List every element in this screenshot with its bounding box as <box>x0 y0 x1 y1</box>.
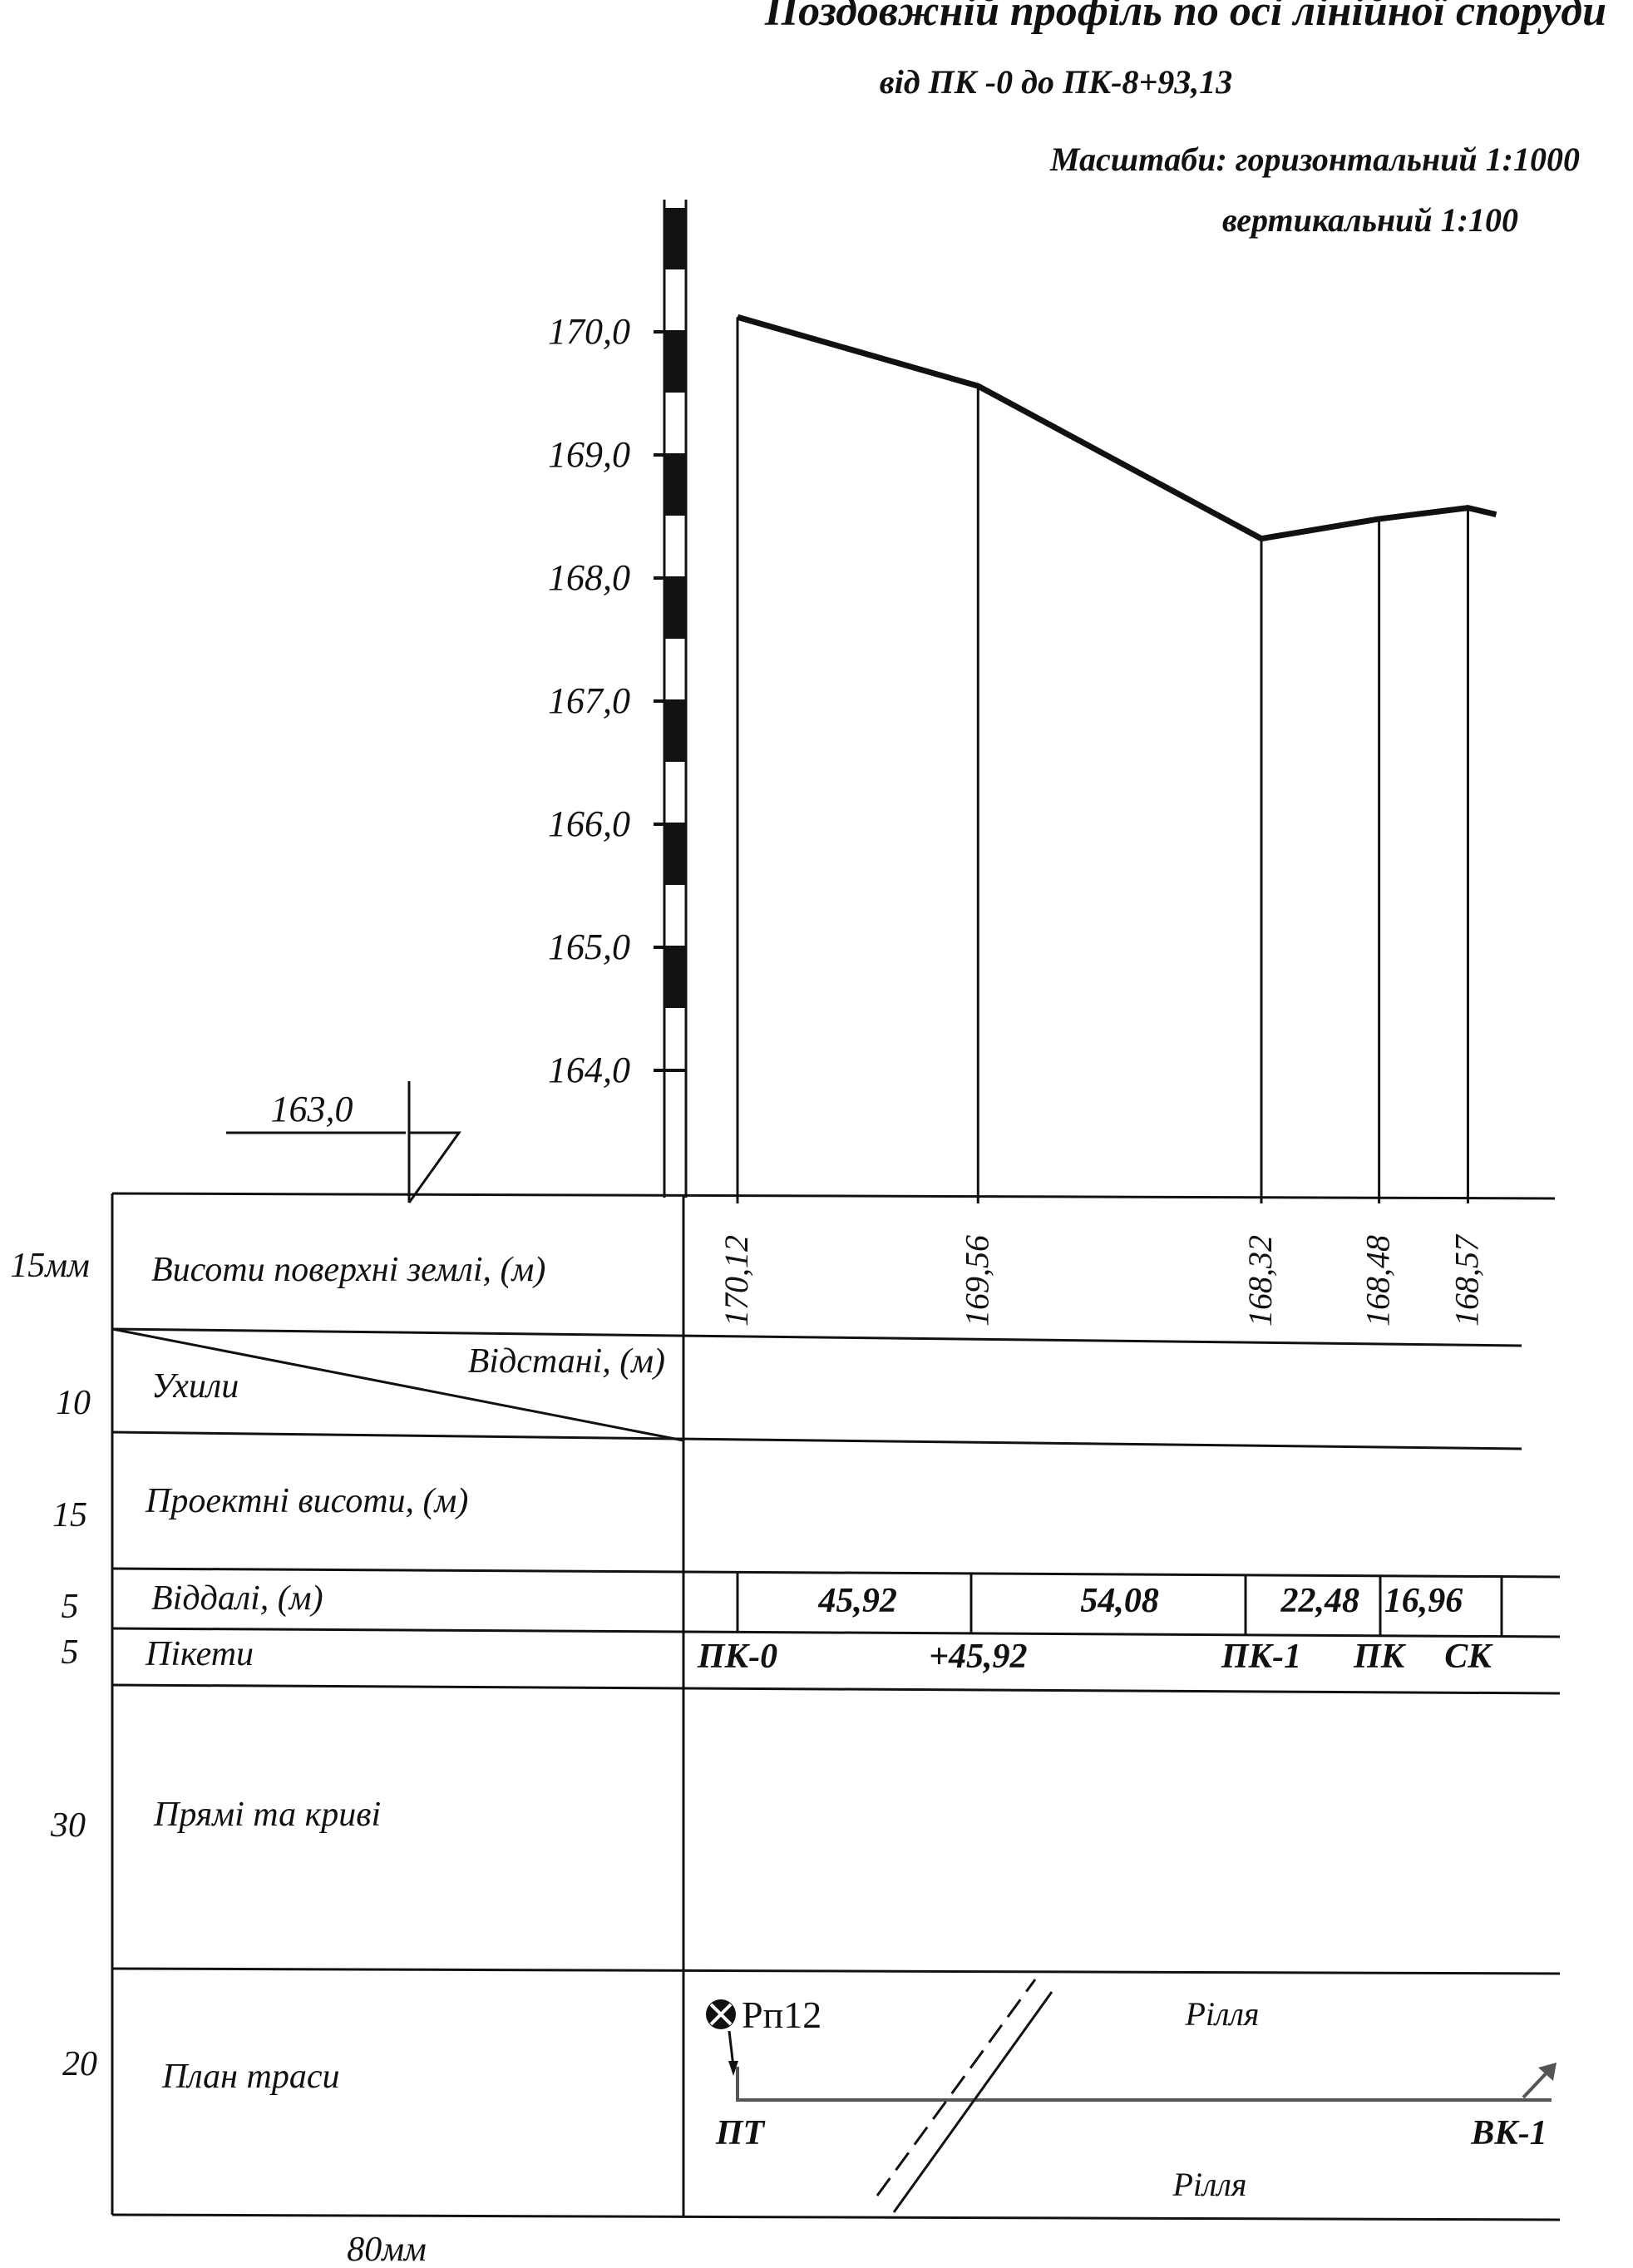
y-tick-label: 170,0 <box>548 311 630 352</box>
row-label-slopes: Ухили <box>151 1367 239 1406</box>
ground-profile-line <box>737 314 1497 542</box>
y-tick-label: 169,0 <box>548 434 630 475</box>
y-tick-label: 167,0 <box>548 680 630 721</box>
row-label-distances-diagonal: Відстані, (м) <box>468 1342 665 1381</box>
picket-label: ПК <box>1353 1638 1407 1676</box>
scale-bar-segment <box>664 823 686 885</box>
route-plan: Рп12 Рілля Рілля ПТ ВК-1 <box>706 1979 1557 2213</box>
ground-height-value: 168,32 <box>1241 1235 1279 1327</box>
route-start-label: ПТ <box>715 2114 767 2152</box>
drawing-title: Поздовжній профіль по осі лінійної спору… <box>764 0 1606 35</box>
field-top-label: Рілля <box>1184 1995 1259 2033</box>
row-label-pickets: Пікети <box>145 1635 254 1673</box>
benchmark-label: Рп12 <box>742 1994 821 2036</box>
ground-height-value: 168,48 <box>1359 1235 1397 1327</box>
y-tick-label: 164,0 <box>548 1050 630 1090</box>
scale-bar-segment <box>664 700 686 762</box>
route-end-label: ВК-1 <box>1470 2114 1547 2152</box>
table-width-label: 80мм <box>347 2231 427 2268</box>
row-label-straights: Прямі та криві <box>153 1796 381 1834</box>
ground-height-value: 169,56 <box>958 1235 995 1327</box>
row-size-slopes: 10 <box>56 1384 91 1422</box>
distance-values: 45,92 54,08 22,48 16,96 <box>817 1582 1463 1620</box>
benchmark-icon <box>706 1999 736 2029</box>
row-size-design: 15 <box>52 1496 87 1534</box>
profile-table-grid <box>111 1192 1561 2221</box>
picket-label: +45,92 <box>929 1638 1027 1676</box>
datum-marker: 163,0 <box>226 1081 461 1203</box>
scale-bar-segment <box>664 208 686 269</box>
distance-value: 16,96 <box>1384 1582 1463 1620</box>
picket-label: ПК-1 <box>1221 1638 1301 1676</box>
row-size-ground: 15мм <box>10 1247 90 1285</box>
distance-value: 54,08 <box>1080 1582 1159 1620</box>
y-tick-label: 168,0 <box>548 557 630 598</box>
scale-vertical-label: вертикальний 1:100 <box>1222 201 1518 239</box>
picket-label: ПК-0 <box>697 1638 777 1676</box>
ground-height-value: 170,12 <box>718 1235 755 1327</box>
scale-bar-segment <box>664 946 686 1008</box>
y-tick-label: 165,0 <box>548 926 630 967</box>
row-size-straights: 30 <box>50 1806 86 1845</box>
scale-horizontal-label: Масштаби: горизонтальний 1:1000 <box>1049 141 1580 178</box>
datum-label: 163,0 <box>271 1089 353 1129</box>
ground-height-values: 170,12 169,56 168,32 168,48 168,57 <box>718 1233 1485 1327</box>
y-tick-label: 166,0 <box>548 803 630 844</box>
picket-label: СК <box>1444 1638 1493 1676</box>
row-size-pickets: 5 <box>62 1633 79 1672</box>
row-label-route-plan: План траси <box>161 2058 339 2096</box>
row-label-distances: Віддалі, (м) <box>151 1579 323 1618</box>
row-size-distances: 5 <box>62 1588 79 1626</box>
drawing-subtitle: від ПК -0 до ПК-8+93,13 <box>880 63 1233 101</box>
row-label-design-heights: Проектні висоти, (м) <box>145 1482 468 1520</box>
scale-bar-segment <box>664 331 686 393</box>
scale-bar-segment <box>664 454 686 516</box>
distance-value: 22,48 <box>1280 1582 1360 1620</box>
field-bottom-label: Рілля <box>1172 2166 1246 2203</box>
row-label-ground-heights: Висоти поверхні землі, (м) <box>151 1251 545 1289</box>
ground-height-value: 168,57 <box>1448 1233 1485 1327</box>
row-size-plan: 20 <box>62 2045 97 2083</box>
distance-value: 45,92 <box>817 1582 897 1620</box>
y-axis-ticks: 170,0 169,0 168,0 167,0 166,0 165,0 164,0 <box>548 311 686 1090</box>
ordinate-lines <box>736 317 1469 1203</box>
picket-labels: ПК-0 +45,92 ПК-1 ПК СК <box>697 1638 1493 1676</box>
scale-bar-segment <box>664 577 686 639</box>
vertical-scale-bar <box>663 200 688 1198</box>
